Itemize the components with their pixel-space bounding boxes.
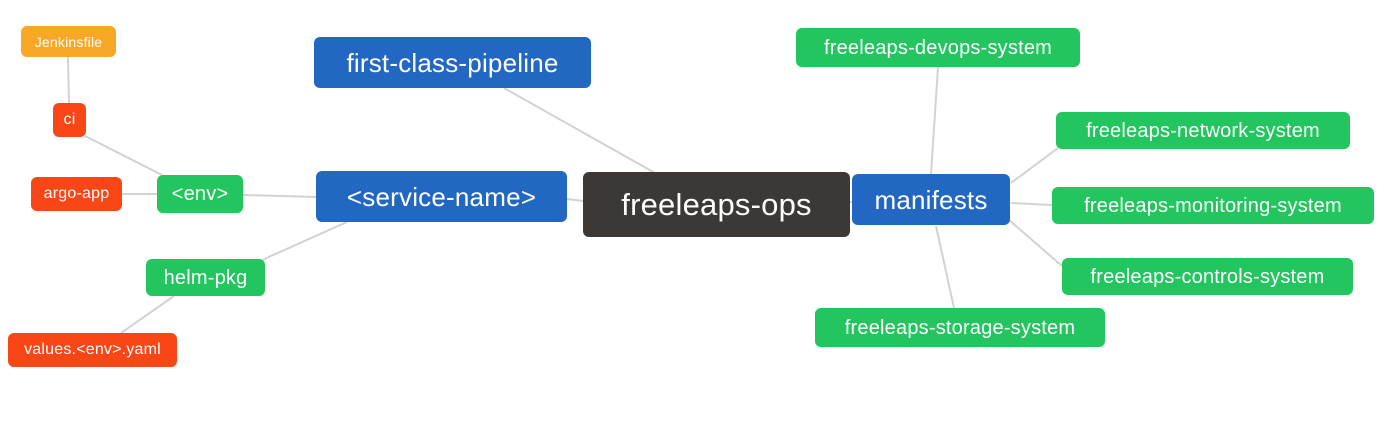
edge-jenkinsfile-to-ci (67, 56, 70, 104)
node-argo-app[interactable]: argo-app (31, 177, 122, 211)
edge-manifests-to-monitoring-system (1010, 202, 1053, 206)
edge-manifests-to-network-system (1010, 147, 1059, 184)
node-first-class-pipeline[interactable]: first-class-pipeline (314, 37, 591, 88)
node-ci[interactable]: ci (53, 103, 86, 137)
node-values-env-yaml[interactable]: values.<env>.yaml (8, 333, 177, 367)
edge-manifests-to-controls-system (1008, 219, 1063, 267)
edge-service-name-to-freeleaps-ops (566, 198, 584, 202)
node-jenkinsfile[interactable]: Jenkinsfile (21, 26, 116, 57)
edge-helm-pkg-to-service-name (261, 221, 348, 261)
node-service-name[interactable]: <service-name> (316, 171, 567, 222)
edge-env-to-service-name (242, 194, 317, 198)
node-controls-system[interactable]: freeleaps-controls-system (1062, 258, 1353, 295)
node-monitoring-system[interactable]: freeleaps-monitoring-system (1052, 187, 1374, 224)
node-manifests[interactable]: manifests (852, 174, 1010, 225)
edge-manifests-to-storage-system (935, 225, 955, 309)
edge-ci-to-env (84, 135, 163, 176)
node-network-system[interactable]: freeleaps-network-system (1056, 112, 1350, 149)
node-freeleaps-ops[interactable]: freeleaps-ops (583, 172, 850, 237)
edge-manifests-to-devops-system (930, 66, 939, 175)
node-env[interactable]: <env> (157, 175, 243, 213)
node-storage-system[interactable]: freeleaps-storage-system (815, 308, 1105, 347)
edge-first-class-pipeline-to-freeleaps-ops (503, 87, 656, 174)
edge-values-env-yaml-to-helm-pkg (120, 295, 175, 334)
node-devops-system[interactable]: freeleaps-devops-system (796, 28, 1080, 67)
node-helm-pkg[interactable]: helm-pkg (146, 259, 265, 296)
